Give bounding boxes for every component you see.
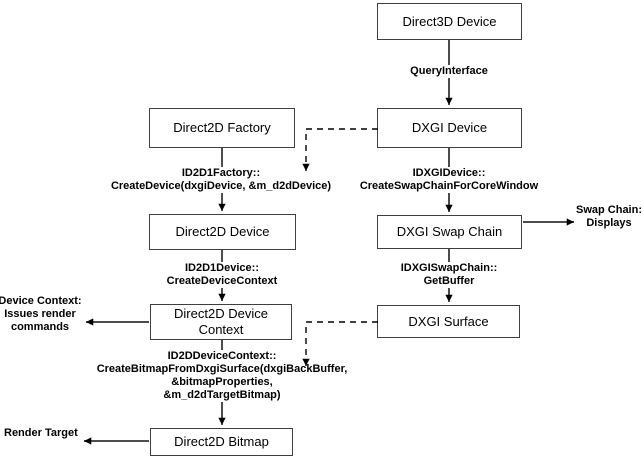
edge-label-get-buffer: IDXGISwapChain:: GetBuffer: [398, 262, 500, 288]
node-direct2d-device-context: Direct2D Device Context: [150, 304, 292, 340]
annotation-swap-chain-displays: Swap Chain: Displays: [575, 204, 643, 230]
node-dxgi-surface: DXGI Surface: [377, 305, 520, 338]
node-direct2d-factory: Direct2D Factory: [149, 108, 295, 148]
annotation-render-target: Render Target: [4, 427, 78, 439]
edge-label-create-bitmap: ID2DDeviceContext:: CreateBitmapFromDxgi…: [94, 350, 350, 402]
node-direct2d-bitmap: Direct2D Bitmap: [150, 428, 293, 456]
node-direct2d-device: Direct2D Device: [149, 214, 296, 250]
edge-label-create-device-context: ID2D1Device:: CreateDeviceContext: [164, 262, 280, 288]
annotation-device-context: Device Context: Issues render commands: [0, 295, 82, 334]
node-direct3d-device: Direct3D Device: [377, 3, 522, 40]
dashed-arrow-dxgidevice-to-createdevice: [302, 128, 378, 171]
edge-label-create-swap-chain: IDXGIDevice:: CreateSwapChainForCoreWind…: [357, 167, 541, 193]
node-dxgi-swap-chain: DXGI Swap Chain: [377, 215, 522, 249]
edge-label-queryinterface: QueryInterface: [408, 65, 490, 78]
edge-label-create-device: ID2D1Factory:: CreateDevice(dxgiDevice, …: [108, 167, 334, 193]
node-dxgi-device: DXGI Device: [377, 108, 522, 148]
dashed-arrow-dxgisurface-to-createbitmap: [302, 321, 378, 366]
